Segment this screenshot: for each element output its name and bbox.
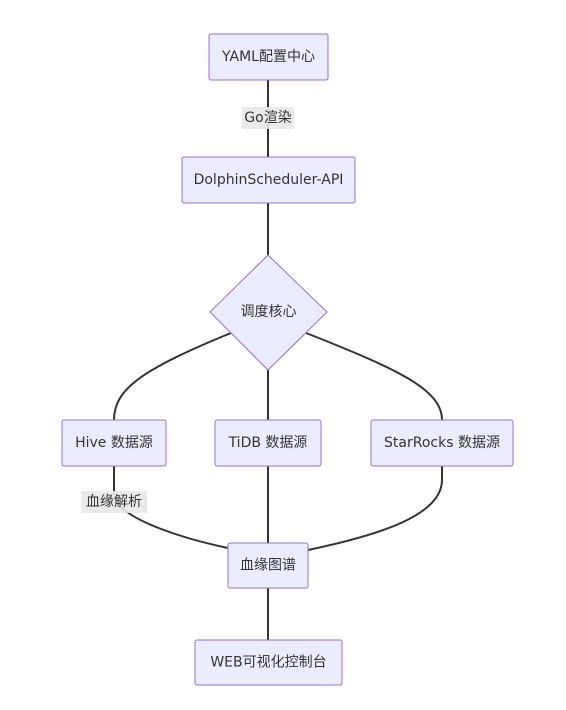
node-yaml-config-center[interactable]: YAML配置中心 bbox=[208, 33, 329, 81]
node-tidb-datasource[interactable]: TiDB 数据源 bbox=[214, 419, 322, 467]
edge-core-to-hive bbox=[113, 332, 232, 421]
edge-label-go-render-text: Go渲染 bbox=[244, 110, 291, 126]
node-lineage-graph[interactable]: 血缘图谱 bbox=[227, 542, 309, 589]
edge-label-go-render: Go渲染 bbox=[242, 107, 294, 129]
node-dolphinscheduler-api[interactable]: DolphinScheduler-API bbox=[181, 156, 356, 204]
node-lineage-graph-label: 血缘图谱 bbox=[240, 558, 296, 574]
node-web-console-label: WEB可视化控制台 bbox=[210, 655, 326, 671]
edge-label-lineage-parse: 血缘解析 bbox=[81, 491, 147, 513]
edge-starrocks-to-lineage bbox=[307, 466, 443, 551]
node-hive-datasource[interactable]: Hive 数据源 bbox=[61, 419, 167, 467]
node-dolphinscheduler-api-label: DolphinScheduler-API bbox=[194, 172, 344, 188]
edge-label-lineage-parse-text: 血缘解析 bbox=[86, 494, 142, 510]
edge-core-to-starrocks bbox=[305, 332, 443, 421]
node-scheduling-core-label: 调度核心 bbox=[241, 304, 297, 320]
node-yaml-config-center-label: YAML配置中心 bbox=[221, 49, 315, 65]
node-hive-datasource-label: Hive 数据源 bbox=[75, 435, 153, 451]
node-tidb-datasource-label: TiDB 数据源 bbox=[228, 435, 308, 451]
node-starrocks-datasource[interactable]: StarRocks 数据源 bbox=[370, 419, 514, 467]
node-web-console[interactable]: WEB可视化控制台 bbox=[194, 639, 343, 686]
node-scheduling-core[interactable]: 调度核心 bbox=[209, 254, 328, 371]
node-starrocks-datasource-label: StarRocks 数据源 bbox=[384, 435, 500, 451]
